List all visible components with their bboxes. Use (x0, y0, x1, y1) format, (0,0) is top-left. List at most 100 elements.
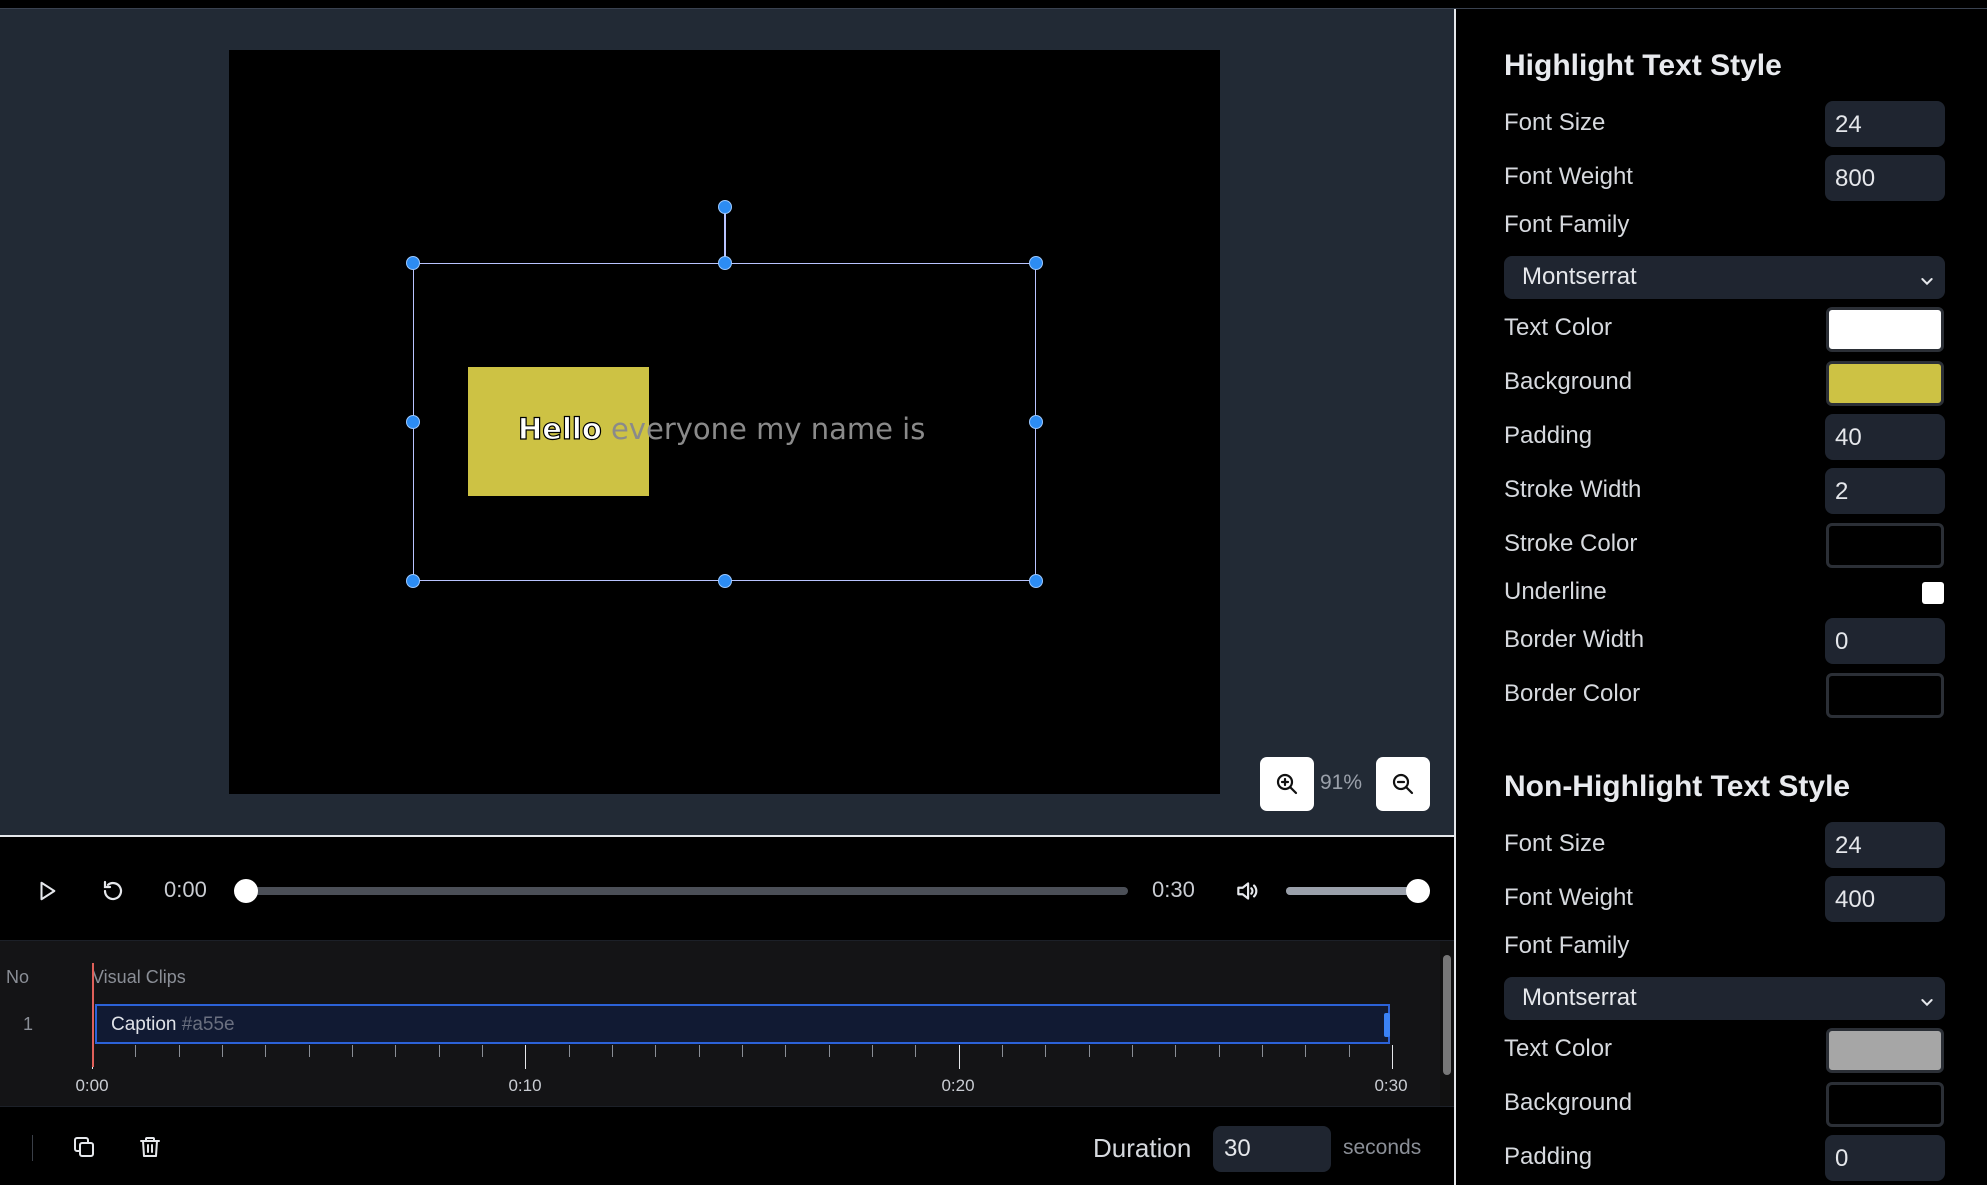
scrollbar-thumb[interactable] (1443, 955, 1451, 1075)
duplicate-icon (74, 1137, 94, 1157)
duration-label: Duration (1093, 1133, 1192, 1163)
delete-button[interactable] (136, 1133, 164, 1161)
seek-track[interactable] (246, 887, 1128, 895)
seek-handle[interactable] (234, 879, 258, 903)
volume-button[interactable] (1231, 875, 1263, 907)
hl-font-family-select[interactable]: Montserrat (1504, 256, 1945, 299)
resize-handle-top-left[interactable] (406, 256, 420, 270)
duplicate-button[interactable] (70, 1133, 98, 1161)
tick-label-30: 0:30 (1374, 1076, 1408, 1095)
clip-resize-handle[interactable] (1384, 1013, 1390, 1037)
timeline-tick (958, 1045, 960, 1069)
top-border (0, 0, 1987, 9)
hl-underline-label: Underline (1504, 578, 1607, 605)
nh-background-swatch[interactable] (1826, 1082, 1944, 1127)
zoom-in-icon (1276, 773, 1298, 795)
timeline-tick (482, 1045, 483, 1057)
nh-font-weight-input[interactable]: 400 (1825, 876, 1945, 922)
restart-icon (103, 880, 123, 901)
caption-highlight-word: Hello (517, 411, 602, 446)
timeline-tick (265, 1045, 267, 1057)
volume-handle[interactable] (1406, 879, 1430, 903)
timeline-tick (222, 1045, 223, 1057)
restart-button[interactable] (97, 875, 129, 907)
timeline-tick (742, 1045, 743, 1057)
hl-padding-input[interactable]: 40 (1825, 414, 1945, 460)
hl-font-weight-label: Font Weight (1504, 163, 1633, 190)
hl-border-width-input[interactable]: 0 (1825, 618, 1945, 664)
duration-unit: seconds (1343, 1136, 1422, 1159)
caption-text[interactable]: Hello everyone my name is (517, 411, 926, 446)
timeline-ruler[interactable] (92, 1045, 1393, 1075)
timeline-scrollbar[interactable] (1440, 941, 1454, 1106)
nh-padding-label: Padding (1504, 1143, 1593, 1170)
video-canvas[interactable]: Hello everyone my name is (229, 50, 1220, 794)
bottom-toolbar: Duration seconds (0, 1106, 1454, 1185)
stage-divider (0, 835, 1454, 837)
preview-stage: Hello everyone my name is 91% (0, 9, 1454, 837)
timeline-tick (785, 1045, 787, 1057)
rotate-handle[interactable] (718, 200, 732, 214)
nh-background-label: Background (1504, 1089, 1633, 1116)
timeline-tick (698, 1045, 700, 1057)
resize-handle-bottom[interactable] (718, 574, 732, 588)
duration-input[interactable] (1213, 1126, 1331, 1172)
clip-label: Caption (111, 1014, 177, 1035)
resize-handle-top[interactable] (718, 256, 732, 270)
nh-font-weight-label: Font Weight (1504, 884, 1633, 911)
nh-font-family-value: Montserrat (1522, 984, 1637, 1011)
nh-padding-input[interactable]: 0 (1825, 1135, 1945, 1181)
highlight-style-title: Highlight Text Style (1504, 49, 1782, 82)
timeline-col-clips: Visual Clips (92, 967, 186, 987)
hl-stroke-width-label: Stroke Width (1504, 476, 1642, 503)
timeline-tick (525, 1045, 527, 1069)
hl-stroke-color-swatch[interactable] (1826, 523, 1944, 568)
hl-font-size-label: Font Size (1504, 109, 1606, 136)
nh-text-color-swatch[interactable] (1826, 1028, 1944, 1073)
timeline-tick (1218, 1045, 1220, 1057)
timeline: No Visual Clips 1 Caption #a55e 0:00 0:1… (0, 941, 1454, 1106)
selection-box[interactable] (413, 263, 1036, 581)
timeline-tick (395, 1045, 397, 1057)
caption-rest-text: everyone my name is (601, 412, 926, 446)
nh-font-size-label: Font Size (1504, 830, 1606, 857)
tick-label-10: 0:10 (508, 1076, 542, 1095)
hl-border-width-label: Border Width (1504, 626, 1645, 653)
hl-stroke-width-input[interactable]: 2 (1825, 468, 1945, 514)
hl-font-size-input[interactable]: 24 (1825, 101, 1945, 147)
play-button[interactable] (31, 875, 63, 907)
nh-font-family-select[interactable]: Montserrat (1504, 977, 1945, 1020)
rotate-handle-line (724, 207, 726, 262)
zoom-out-icon (1392, 773, 1414, 795)
timeline-tick (352, 1045, 353, 1057)
hl-font-weight-input[interactable]: 800 (1825, 155, 1945, 201)
timeline-playhead[interactable] (92, 963, 94, 1067)
timeline-tick (1175, 1045, 1177, 1057)
zoom-in-button[interactable] (1260, 757, 1314, 811)
hl-underline-checkbox[interactable] (1922, 582, 1944, 604)
timeline-tick (1262, 1045, 1263, 1057)
timeline-tick (178, 1045, 180, 1057)
timeline-row-number: 1 (23, 1014, 34, 1034)
volume-icon (1237, 882, 1258, 900)
tick-label-0: 0:00 (75, 1076, 109, 1095)
hl-border-color-label: Border Color (1504, 680, 1641, 707)
resize-handle-bottom-left[interactable] (406, 574, 420, 588)
resize-handle-left[interactable] (406, 415, 420, 429)
caption-clip[interactable]: Caption #a55e (95, 1004, 1390, 1044)
zoom-out-button[interactable] (1376, 757, 1430, 811)
nh-font-size-input[interactable]: 24 (1825, 822, 1945, 868)
resize-handle-right[interactable] (1029, 415, 1043, 429)
timeline-tick (568, 1045, 570, 1057)
resize-handle-top-right[interactable] (1029, 256, 1043, 270)
timeline-tick (655, 1045, 657, 1057)
timeline-tick (1002, 1045, 1003, 1057)
highlight-background-box (468, 367, 649, 496)
hl-background-swatch[interactable] (1826, 361, 1944, 406)
resize-handle-bottom-right[interactable] (1029, 574, 1043, 588)
hl-text-color-swatch[interactable] (1826, 307, 1944, 352)
hl-border-color-swatch[interactable] (1826, 673, 1944, 718)
hl-font-family-value: Montserrat (1522, 263, 1637, 290)
playback-bar: 0:00 0:30 (0, 837, 1454, 941)
nh-text-color-label: Text Color (1504, 1035, 1613, 1062)
